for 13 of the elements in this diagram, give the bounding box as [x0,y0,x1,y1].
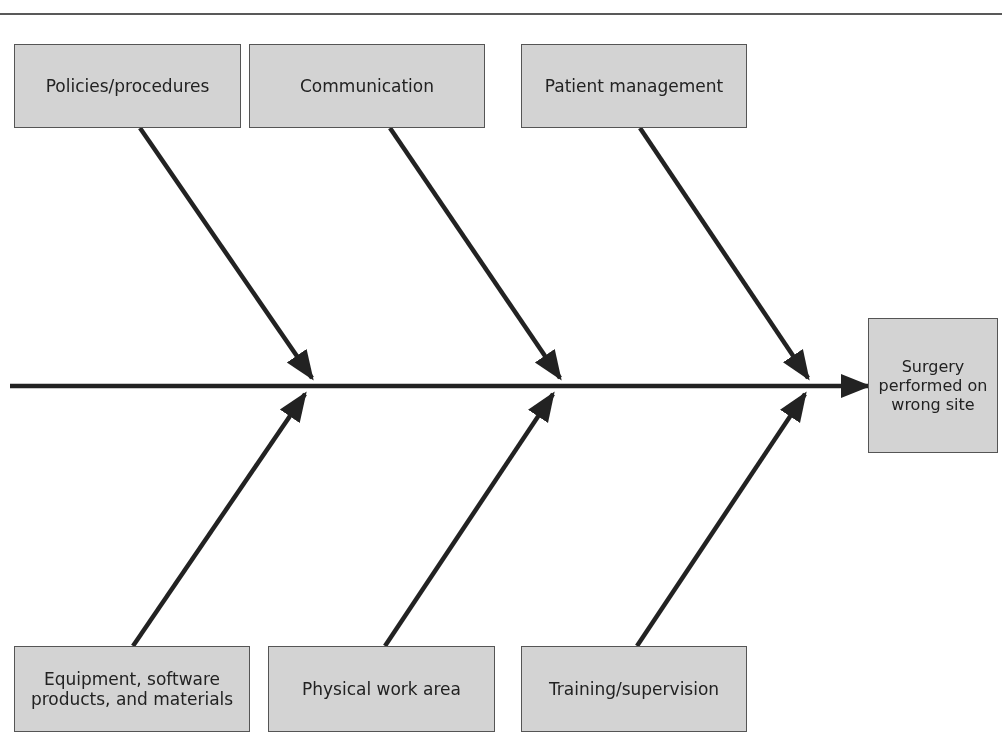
arrow [388,126,562,381]
category-box: Patient management [521,44,747,128]
category-box: Training/supervision [521,646,747,732]
arrow [138,126,314,381]
category-box: Policies/procedures [14,44,241,128]
arrow [383,391,555,648]
category-box: Equipment, software products, and materials [14,646,250,732]
arrow [131,391,307,648]
effect-box: Surgery performed on wrong site [868,318,998,453]
arrow [635,391,807,648]
category-box: Communication [249,44,485,128]
category-box: Physical work area [268,646,495,732]
arrow [638,126,810,381]
